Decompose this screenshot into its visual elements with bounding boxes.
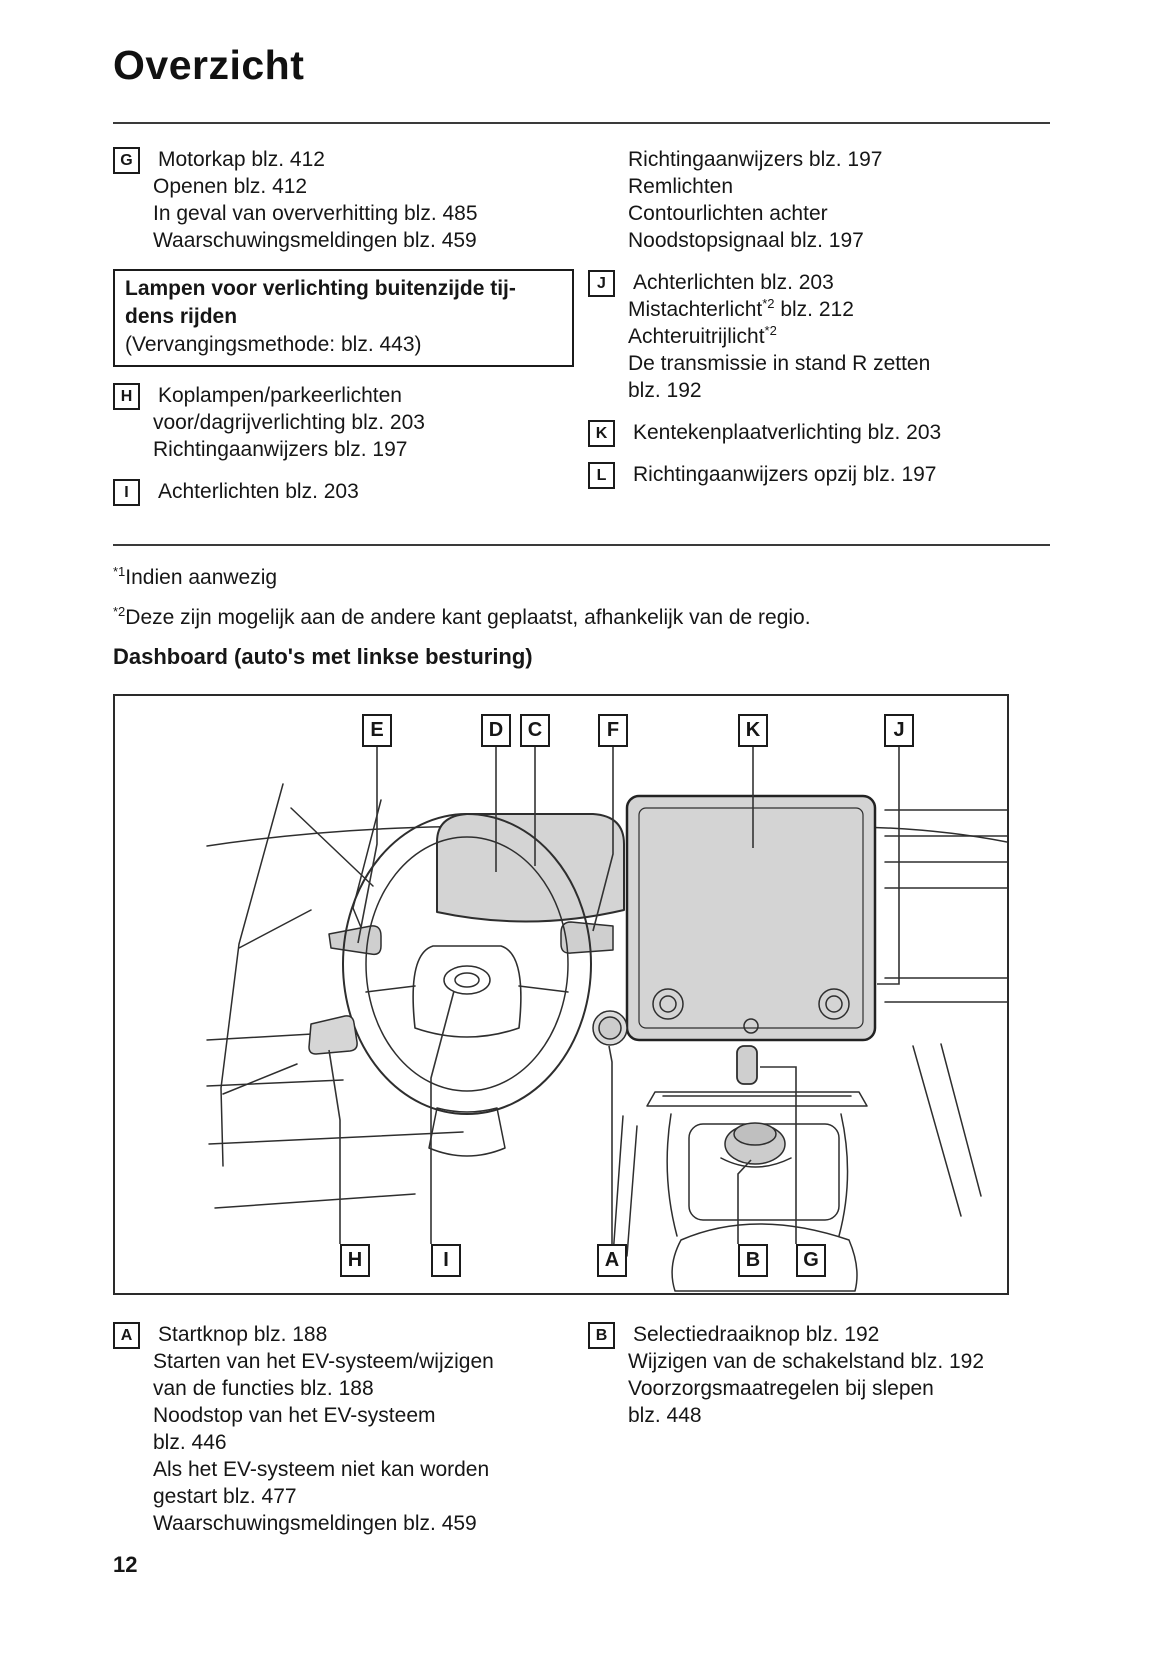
legend-line: Richtingaanwijzers opzij blz. 197	[633, 463, 937, 486]
legend-line: Openen blz. 412	[153, 175, 308, 198]
page-number: 12	[113, 1552, 138, 1577]
diagram-label-G: G	[796, 1244, 826, 1277]
callout-letter-box: G	[113, 147, 140, 174]
diagram-label-A: A	[597, 1244, 627, 1277]
footnote-2: *2Deze zijn mogelijk aan de andere kant …	[113, 604, 1050, 631]
legend-line: Kentekenplaatverlichting blz. 203	[633, 421, 942, 444]
legend-line: De transmissie in stand R zetten	[628, 352, 931, 375]
footnote-1: *1Indien aanwezig	[113, 564, 1050, 591]
callout-letter-box: I	[113, 479, 140, 506]
legend-line: Starten van het EV-systeem/wijzigen	[153, 1350, 494, 1373]
legend-line: Contourlichten achter	[628, 202, 828, 225]
instrument-cluster	[436, 813, 625, 923]
legend-item-I: I Achterlichten blz. 203	[113, 478, 574, 506]
diagram-label-J: J	[884, 714, 914, 747]
legend-line: blz. 446	[153, 1431, 227, 1454]
dashboard-illustration	[206, 746, 1007, 1292]
note-line: (Vervangingsmethode: blz. 443)	[125, 333, 422, 356]
diagram-label-H: H	[340, 1244, 370, 1277]
legend-line: Als het EV-systeem niet kan worden	[153, 1458, 490, 1481]
page-title: Overzicht	[113, 42, 305, 88]
legend-item-H: H Koplampen/parkeerlichten voor/dagrijverl…	[113, 382, 574, 463]
legend-line: Mistachterlicht*2 blz. 212	[628, 296, 854, 321]
legend-line: Remlichten	[628, 175, 734, 198]
footnote-1-text: Indien aanwezig	[125, 566, 278, 589]
legend-line: Waarschuwingsmeldingen blz. 459	[153, 229, 477, 252]
callout-letter-box: A	[113, 1322, 140, 1349]
lower-dash-switch-pad	[308, 1015, 358, 1055]
legend-line: Koplampen/parkeerlichten	[158, 384, 402, 407]
outside-lighting-note-box: Lampen voor verlichting buitenzijde tij-…	[113, 269, 574, 367]
air-vent-lines	[884, 809, 1007, 1003]
callout-letter-box: K	[588, 420, 615, 447]
steering-wheel	[342, 813, 592, 1115]
note-bold-line: Lampen voor verlichting buitenzijde tij-	[125, 277, 516, 300]
divider-middle	[113, 544, 1050, 546]
legend-line: Wijzigen van de schakelstand blz. 192	[628, 1350, 985, 1373]
left-stalk	[328, 925, 382, 956]
legend-line: van de functies blz. 188	[153, 1377, 374, 1400]
legend-line: blz. 448	[628, 1404, 702, 1427]
legend-item-L: L Richtingaanwijzers opzij blz. 197	[588, 461, 1049, 489]
footnotes: *1Indien aanwezig *2Deze zijn mogelijk a…	[113, 564, 1050, 631]
legend-line: In geval van oververhitting blz. 485	[153, 202, 478, 225]
legend-line: blz. 192	[628, 379, 702, 402]
diagram-label-K: K	[738, 714, 768, 747]
divider-top	[113, 122, 1050, 124]
legend-line: gestart blz. 477	[153, 1485, 297, 1508]
legend-line: Achterlichten blz. 203	[158, 480, 359, 503]
legend-line: Richtingaanwijzers blz. 197	[153, 438, 408, 461]
legend-line: Noodstop van het EV-systeem	[153, 1404, 436, 1427]
multimedia-display	[625, 794, 877, 1042]
callout-letter-box: L	[588, 462, 615, 489]
footnote-1-marker: *1	[113, 564, 126, 579]
note-bold-line: dens rijden	[125, 305, 238, 328]
console-switch	[736, 1045, 758, 1085]
legend-item-K: K Kentekenplaatverlichting blz. 203	[588, 419, 1049, 447]
legend-line: Motorkap blz. 412	[158, 148, 325, 171]
dashboard-section-heading: Dashboard (auto's met linkse besturing)	[113, 644, 533, 669]
diagram-label-D: D	[481, 714, 511, 747]
diagram-label-E: E	[362, 714, 392, 747]
legend-line: Voorzorgsmaatregelen bij slepen	[628, 1377, 934, 1400]
callout-letter-box: H	[113, 383, 140, 410]
a-pillar-line	[220, 783, 284, 1167]
legend-line: Waarschuwingsmeldingen blz. 459	[153, 1512, 477, 1535]
legend-line: Startknop blz. 188	[158, 1323, 328, 1346]
legend-line: voor/dagrijverlichting blz. 203	[153, 411, 425, 434]
footnote-2-text: Deze zijn mogelijk aan de andere kant ge…	[125, 606, 811, 629]
legend-line: Selectiedraaiknop blz. 192	[633, 1323, 880, 1346]
footnote-2-marker: *2	[113, 604, 126, 619]
diagram-label-B: B	[738, 1244, 768, 1277]
legend-line: Richtingaanwijzers blz. 197	[628, 148, 883, 171]
right-stalk	[560, 921, 614, 954]
diagram-label-I: I	[431, 1244, 461, 1277]
legend-line: Noodstopsignaal blz. 197	[628, 229, 864, 252]
callout-letter-box: B	[588, 1322, 615, 1349]
callout-letter-box: J	[588, 270, 615, 297]
legend-line: Achteruitrijlicht*2	[628, 323, 777, 348]
legend-line: Achterlichten blz. 203	[633, 271, 834, 294]
leader-lines	[328, 746, 900, 1244]
diagram-label-C: C	[520, 714, 550, 747]
diagram-label-F: F	[598, 714, 628, 747]
